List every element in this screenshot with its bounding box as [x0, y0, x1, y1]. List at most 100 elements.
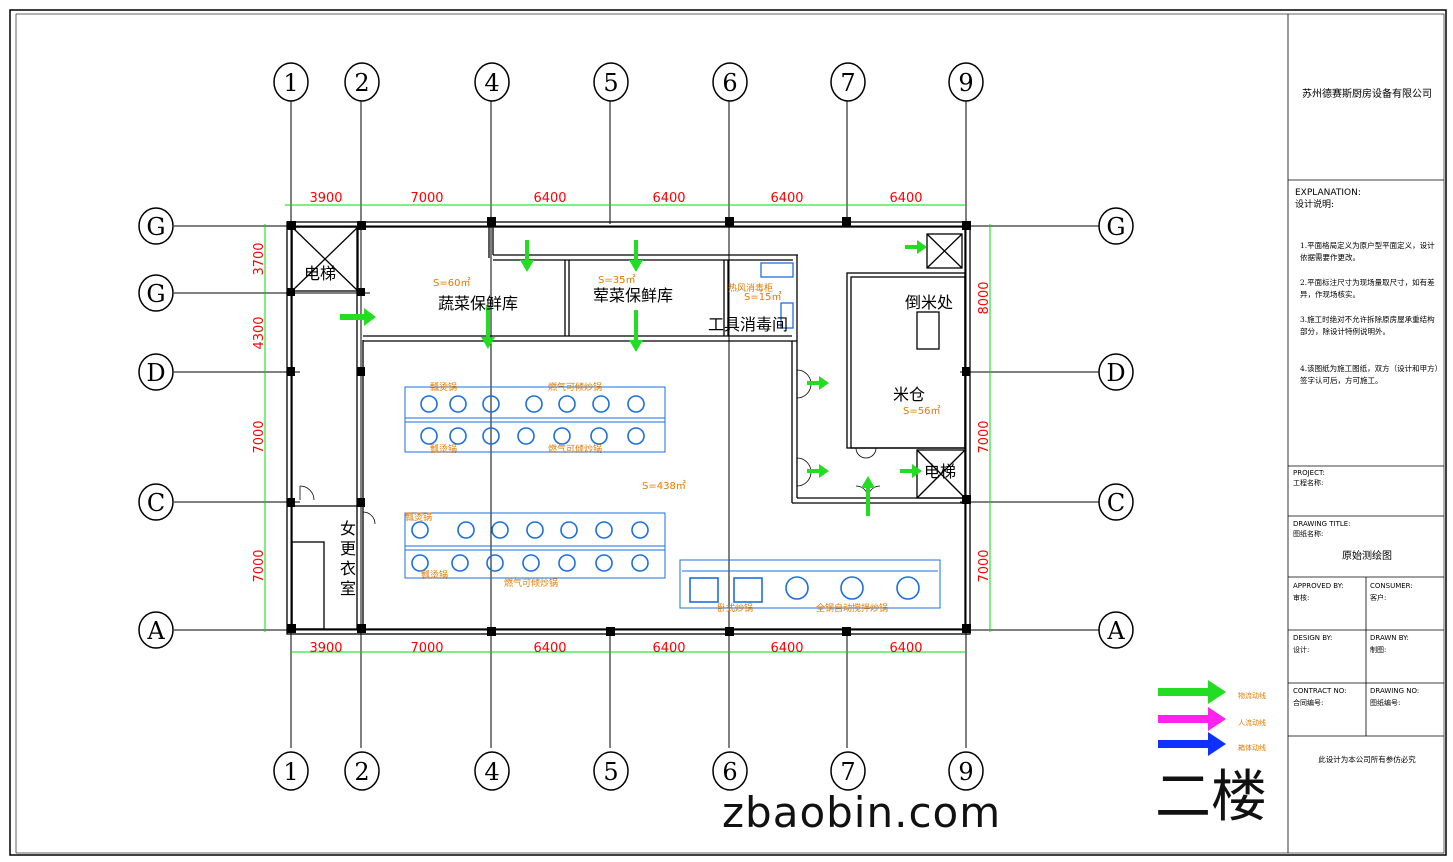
- axis-label-g-right: G: [1106, 213, 1125, 241]
- dim-bottom-1: 3900: [309, 641, 342, 656]
- area-meat-store: S=35㎡: [598, 274, 635, 286]
- axis-label-9-bottom: 9: [958, 758, 973, 786]
- legend-arrow-box: [1158, 732, 1226, 756]
- building-walls: [286, 221, 971, 635]
- drawing-frame: [9, 9, 1447, 856]
- room-locker: 女更衣室: [337, 520, 356, 600]
- eq-label-row1-top-b: 燃气可倾炒锅: [548, 381, 602, 393]
- area-veg-store: S=60㎡: [433, 277, 470, 289]
- eq-label-row2-bottom-a: 瓢烫锅: [421, 569, 448, 581]
- dim-left-2: 4300: [252, 316, 267, 349]
- explanation-note-4: 4.该图纸为施工图纸，双方（设计和甲方）签字认可后，方可施工。: [1300, 364, 1439, 385]
- explanation-note-3: 3.施工时绝对不允许拆除原房屋承重结构部分，除设计特例说明外。: [1300, 315, 1435, 336]
- axis-label-4-bottom: 4: [484, 758, 499, 786]
- consumer-cn: 客户:: [1370, 594, 1387, 602]
- eq-label-row1-bottom-a: 瓢烫锅: [430, 443, 457, 455]
- dim-top-5: 6400: [770, 191, 803, 206]
- dim-right-3: 7000: [977, 549, 992, 582]
- project-label: PROJECT: 工程名称:: [1293, 468, 1325, 488]
- consumer-en: CONSUMER:: [1370, 582, 1413, 590]
- explanation-note-1: 1.平面格局定义为原户型平面定义，设计依据需要作更改。: [1300, 241, 1435, 262]
- axis-label-6-top: 6: [722, 69, 737, 97]
- contract-no-cn: 合同编号:: [1293, 699, 1324, 707]
- room-tool-room: 工具消毒间: [708, 315, 788, 334]
- dim-top-4: 6400: [652, 191, 685, 206]
- dim-top-3: 6400: [533, 191, 566, 206]
- dim-top-2: 7000: [410, 191, 443, 206]
- room-rice-pour: 倒米处: [905, 293, 953, 312]
- area-tool-room: S=15㎡: [744, 291, 781, 303]
- dim-bottom-3: 6400: [533, 641, 566, 656]
- legend-label-people: 人流动线: [1238, 719, 1266, 727]
- equipment-layout: [404, 386, 941, 609]
- axis-label-6-bottom: 6: [722, 758, 737, 786]
- explanation-title-cn: 设计说明:: [1295, 200, 1335, 210]
- room-meat-store: 荤菜保鲜库: [593, 286, 673, 305]
- columns: [287, 217, 971, 636]
- room-elevator-right: 电梯: [924, 462, 956, 481]
- contract-no-en: CONTRACT NO:: [1293, 687, 1347, 695]
- dim-left-4: 7000: [252, 549, 267, 582]
- axis-label-g2-left: G: [146, 280, 165, 308]
- eq-label-row2-bottom-b: 燃气可倾炒锅: [504, 577, 558, 589]
- drawing-title-label: DRAWING TITLE: 图纸名称:: [1293, 519, 1351, 539]
- explanation-title-en: EXPLANATION:: [1295, 188, 1361, 198]
- axis-label-5-bottom: 5: [603, 758, 618, 786]
- drawing-no-en: DRAWING NO:: [1370, 687, 1420, 695]
- sterilizer-cabinet: [760, 262, 794, 329]
- dim-right-2: 7000: [977, 420, 992, 453]
- area-rice-store: S=56㎡: [903, 405, 940, 417]
- design-by: DESIGN BY: 设计:: [1293, 633, 1332, 655]
- axis-label-g1-left: G: [146, 213, 165, 241]
- axis-label-7-bottom: 7: [840, 758, 855, 786]
- eq-label-row3-a: 卧式炒锅: [717, 602, 753, 614]
- legend-arrow-people: [1158, 707, 1226, 731]
- drawing-inner-frame: [15, 13, 1445, 854]
- axis-label-2-top: 2: [354, 69, 369, 97]
- company-name: 苏州德赛斯厨房设备有限公司: [1302, 89, 1432, 100]
- dimension-lines: [264, 204, 991, 653]
- drawing-no-cn: 图纸编号:: [1370, 699, 1401, 707]
- drawn-by-en: DRAWN BY:: [1370, 634, 1409, 642]
- approved-by: APPROVED BY: 审核:: [1293, 581, 1343, 603]
- eq-label-row1-bottom-b: 燃气可倾炒锅: [548, 443, 602, 455]
- flow-arrows: [340, 240, 927, 516]
- axis-bubbles: [138, 62, 1134, 791]
- drawing-title-value: 原始测绘图: [1342, 551, 1392, 562]
- explanation-title: EXPLANATION: 设计说明:: [1295, 187, 1361, 211]
- eq-label-row3-b: 全钢自动搅拌炒锅: [816, 602, 888, 614]
- axis-label-4-top: 4: [484, 69, 499, 97]
- eq-label-row1-top-a: 瓢烫锅: [430, 381, 457, 393]
- dim-left-3: 7000: [252, 420, 267, 453]
- axis-label-5-top: 5: [603, 69, 618, 97]
- legend-label-box: 箱体动线: [1238, 744, 1266, 752]
- floor-label: 二楼: [1155, 765, 1267, 830]
- dim-top-1: 3900: [309, 191, 342, 206]
- explanation-note-2: 2.平面标注尺寸为现场量取尺寸，如有差异，作现场核实。: [1300, 278, 1435, 299]
- axis-label-c-right: C: [1107, 489, 1125, 517]
- axis-label-c-left: C: [147, 489, 165, 517]
- project-label-en: PROJECT:: [1293, 469, 1325, 477]
- dim-bottom-5: 6400: [770, 641, 803, 656]
- title-block: [1287, 14, 1444, 853]
- axis-label-d-right: D: [1106, 359, 1125, 387]
- legend-label-goods: 物流动线: [1238, 692, 1266, 700]
- approved-by-en: APPROVED BY:: [1293, 582, 1344, 590]
- dim-bottom-2: 7000: [410, 641, 443, 656]
- axis-label-d-left: D: [146, 359, 165, 387]
- drawing-title-label-cn: 图纸名称:: [1293, 530, 1324, 538]
- eq-label-row2-top-a: 瓢烫锅: [405, 511, 432, 523]
- label-sterilizer: 热风消毒柜: [728, 282, 773, 294]
- axis-label-2-bottom: 2: [354, 758, 369, 786]
- room-rice-store: 米仓: [893, 385, 925, 404]
- design-by-cn: 设计:: [1293, 646, 1310, 654]
- dim-top-6: 6400: [889, 191, 922, 206]
- dim-bottom-4: 6400: [652, 641, 685, 656]
- axis-label-1-top: 1: [283, 69, 298, 97]
- legend-arrows: [1158, 680, 1226, 756]
- design-by-en: DESIGN BY:: [1293, 634, 1333, 642]
- dim-left-1: 3700: [252, 242, 267, 275]
- approved-by-cn: 审核:: [1293, 594, 1310, 602]
- drawn-by-cn: 制图:: [1370, 646, 1387, 654]
- room-elevator-left: 电梯: [304, 264, 336, 283]
